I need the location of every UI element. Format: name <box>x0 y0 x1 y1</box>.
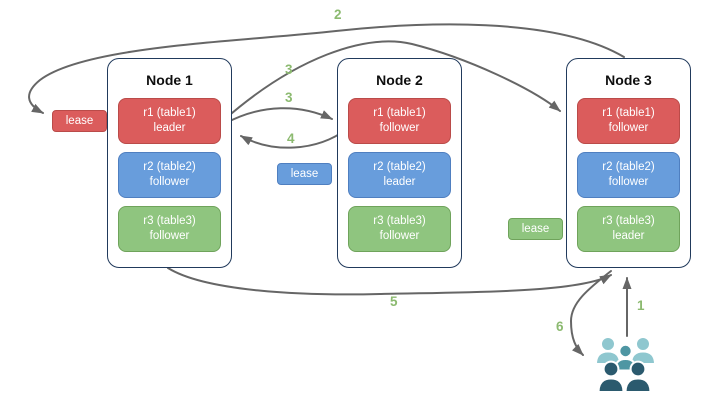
person-front-right-icon <box>624 360 652 393</box>
node-3: Node 3 r1 (table1) follower r2 (table2) … <box>566 58 691 268</box>
node3-replica-r2: r2 (table2) follower <box>577 152 680 198</box>
replica-name: r3 (table3) <box>602 215 655 228</box>
replica-name: r1 (table1) <box>143 107 196 120</box>
replica-name: r3 (table3) <box>373 215 426 228</box>
users-group-icon <box>594 336 657 393</box>
replica-name: r2 (table2) <box>373 161 426 174</box>
replica-role: leader <box>612 230 645 242</box>
lease-badge-table2: lease <box>277 163 332 185</box>
node-title: Node 1 <box>146 72 193 88</box>
replica-role: leader <box>153 122 186 134</box>
node3-replica-r1: r1 (table1) follower <box>577 98 680 144</box>
node2-replica-r2: r2 (table2) leader <box>348 152 451 198</box>
node-1: Node 1 r1 (table1) leader r2 (table2) fo… <box>107 58 232 268</box>
step-label-3-upper: 3 <box>285 62 293 77</box>
step-label-3-lower: 3 <box>285 90 293 105</box>
node2-replica-r3: r3 (table3) follower <box>348 206 451 252</box>
person-front-left-icon <box>597 360 625 393</box>
node-2: Node 2 r1 (table1) follower r2 (table2) … <box>337 58 462 268</box>
step-label-6: 6 <box>556 319 564 334</box>
replica-role: follower <box>379 122 420 134</box>
node-title: Node 2 <box>376 72 423 88</box>
step-label-5: 5 <box>390 294 398 309</box>
replica-role: follower <box>149 230 190 242</box>
replica-name: r1 (table1) <box>602 107 655 120</box>
node1-replica-r3: r3 (table3) follower <box>118 206 221 252</box>
node-title: Node 3 <box>605 72 652 88</box>
replica-role: follower <box>379 230 420 242</box>
lease-badge-table1: lease <box>52 110 107 132</box>
replica-role: leader <box>383 176 416 188</box>
node1-replica-r2: r2 (table2) follower <box>118 152 221 198</box>
node1-replica-r1: r1 (table1) leader <box>118 98 221 144</box>
arrow-step-3-to-node2 <box>225 107 333 124</box>
step-label-4: 4 <box>287 131 295 146</box>
replica-role: follower <box>608 176 649 188</box>
step-label-1: 1 <box>637 298 645 313</box>
replica-role: follower <box>608 122 649 134</box>
replica-name: r2 (table2) <box>602 161 655 174</box>
person-back-right-icon <box>629 336 657 365</box>
node3-replica-r3: r3 (table3) leader <box>577 206 680 252</box>
node2-replica-r1: r1 (table1) follower <box>348 98 451 144</box>
step-label-2: 2 <box>334 7 342 22</box>
lease-badge-table3: lease <box>508 218 563 240</box>
replica-name: r3 (table3) <box>143 215 196 228</box>
arrow-step-5 <box>167 267 612 296</box>
replica-name: r1 (table1) <box>373 107 426 120</box>
replica-name: r2 (table2) <box>143 161 196 174</box>
person-back-left-icon <box>594 336 622 365</box>
replica-role: follower <box>149 176 190 188</box>
